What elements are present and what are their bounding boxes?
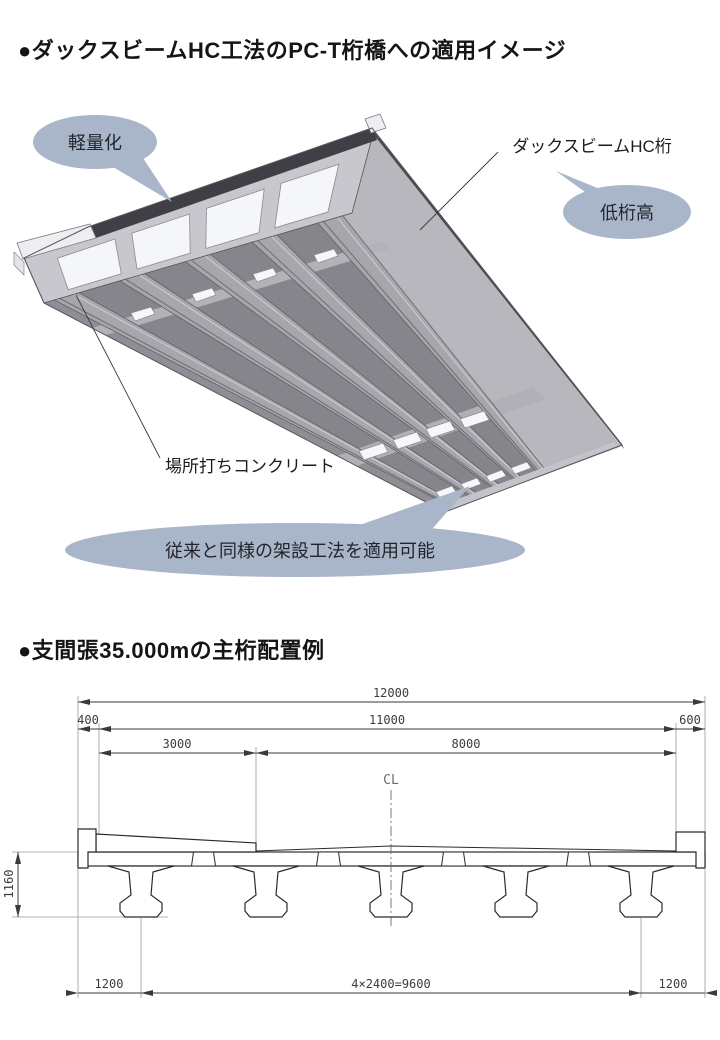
dim-left-edge: 400 [77,713,99,727]
dim-inner-width: 11000 [369,713,405,727]
bridge-3d-illustration: 軽量化 ダックスビームHC桁 低桁高 場所打ちコンクリート 従来と同様の架設工法… [13,113,691,577]
dim-sidewalk: 3000 [163,737,192,751]
deck-slab [77,851,706,867]
dim-roadway: 8000 [452,737,481,751]
callout-lightweight: 軽量化 [33,115,172,202]
bridge-outline [23,127,623,513]
section-drawing-title: ●支間張35.000mの主桁配置例 [18,638,325,663]
callout-low-height-label: 低桁高 [600,203,654,223]
left-parapet [77,828,97,869]
girder-arrangement-drawing: 12000 400 11000 600 3000 8000 1160 1200 … [2,686,717,998]
near-end-face [13,113,387,304]
dim-right-overhang: 1200 [659,977,688,991]
right-parapet [675,831,706,869]
dimension-texts: 12000 400 11000 600 3000 8000 1160 1200 … [2,686,701,991]
leader-lines [75,151,499,459]
bridge-cross-section [77,828,706,918]
label-girder: ダックスビームHC桁 [512,137,672,156]
dim-right-edge: 600 [679,713,701,727]
sidewalk-wedge [95,833,257,853]
callout-lightweight-label: 軽量化 [68,133,122,153]
dimension-lines [17,701,705,994]
centerline-label: CL [383,773,399,788]
callout-erection: 従来と同様の架設工法を適用可能 [65,486,525,577]
dim-height: 1160 [2,870,16,899]
callout-low-height: 低桁高 [556,171,691,239]
label-girder-text: ダックスビームHC桁 [512,137,672,156]
t-girders [107,865,675,918]
joint-strips [190,851,592,867]
label-cast-in-place-text: 場所打ちコンクリート [165,457,335,476]
pavement-crown [255,845,677,852]
girder-stripes [52,214,548,506]
callout-erection-label: 従来と同様の架設工法を適用可能 [165,541,435,561]
illustration-title: ●ダックスビームHC工法のPC-T桁橋への適用イメージ [18,38,567,63]
dim-total: 12000 [373,686,409,700]
far-end-face [435,442,620,512]
far-diaphragm-openings [358,410,490,461]
label-cast-in-place: 場所打ちコンクリート [165,457,335,476]
dim-spacing: 4×2400=9600 [351,977,430,991]
dim-left-overhang: 1200 [95,977,124,991]
dimension-arrows [15,699,717,996]
